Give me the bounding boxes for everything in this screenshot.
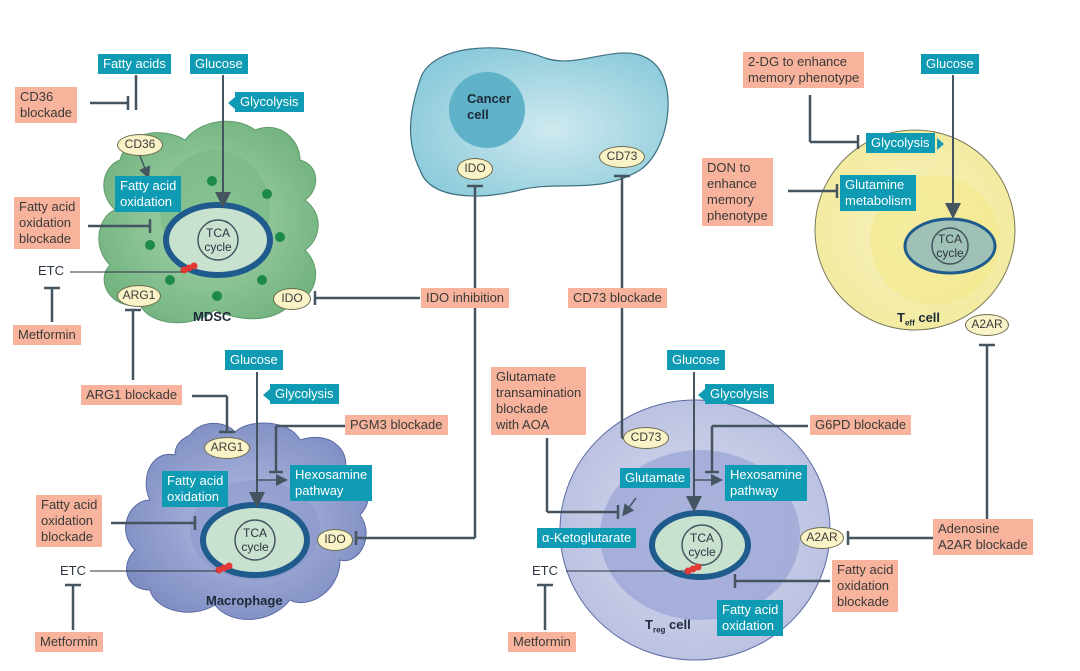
cancer-cd73-receptor: CD73 — [599, 146, 645, 168]
macrophage-hexosamine-pathway-label: Hexosamine pathway — [290, 465, 373, 501]
teff-glycolysis-label: Glycolysis — [866, 133, 935, 153]
macrophage-glucose-label: Glucose — [225, 350, 283, 370]
treg-fao-blockade-therapy: Fatty acid oxidation blockade — [832, 560, 899, 612]
macrophage-ido-receptor: IDO — [317, 529, 353, 551]
cancer-cell-body — [410, 47, 669, 197]
macrophage-fao-blockade-therapy: Fatty acid oxidation blockade — [36, 495, 103, 547]
treg-a2ar-receptor: A2AR — [800, 527, 844, 549]
cancer-ido-receptor: IDO — [457, 158, 493, 180]
mdsc-fao-blockade-therapy: Fatty acid oxidation blockade — [14, 197, 81, 249]
macrophage-etc-label: ETC — [60, 563, 86, 578]
g6pd-blockade-therapy: G6PD blockade — [810, 415, 912, 435]
treg-glutamate-label: Glutamate — [620, 468, 690, 488]
etc-lines — [70, 271, 686, 572]
mdsc-fatty-acids-label: Fatty acids — [98, 54, 171, 74]
mdsc-tca-cycle-label: TCA cycle — [204, 226, 232, 254]
teff-tca-cycle-ring — [931, 227, 969, 265]
macrophage-glycolysis-label: Glycolysis — [270, 384, 339, 404]
treg-metformin-therapy: Metformin — [508, 632, 576, 652]
ido-inhibition-therapy: IDO inhibition — [421, 288, 510, 308]
mdsc-glucose-label: Glucose — [190, 54, 248, 74]
treg-glycolysis-pointer-icon — [698, 389, 705, 401]
cancer-cell-name: Cancer cell — [467, 91, 512, 122]
arg1-blockade-therapy: ARG1 blockade — [81, 385, 183, 405]
treg-etc-label: ETC — [532, 563, 558, 578]
mdsc-glycolysis-pointer-icon — [228, 97, 235, 109]
cd36-to-fao-arrow — [139, 155, 151, 179]
pgm3-blockade-therapy: PGM3 blockade — [345, 415, 448, 435]
mdsc-etc-complex — [180, 262, 198, 274]
mdsc-cell-name: MDSC — [193, 309, 232, 324]
adenosine-a2ar-blockade-therapy: Adenosine A2AR blockade — [933, 519, 1033, 555]
mdsc-ido-receptor: IDO — [273, 288, 311, 310]
treg-glycolysis-label: Glycolysis — [705, 384, 774, 404]
treg-cell-name: Treg cell — [645, 617, 691, 635]
teff-cell-name: Teff cell — [897, 310, 941, 328]
cancer-cell-nucleus — [449, 72, 525, 148]
treg-etc-complex — [684, 563, 702, 575]
teff-glycolysis-pointer-icon — [937, 138, 944, 150]
macrophage-cell-name: Macrophage — [206, 593, 283, 608]
teff-mitochondrion — [903, 217, 997, 275]
mdsc-cd36-receptor: CD36 — [117, 134, 163, 156]
connectors — [44, 75, 995, 630]
cd73-blockade-therapy: CD73 blockade — [568, 288, 667, 308]
macrophage-etc-complex — [215, 562, 233, 574]
treg-cd73-receptor: CD73 — [623, 427, 669, 449]
treg-tca-cycle-label: TCA cycle — [688, 531, 716, 559]
macrophage-fatty-acid-oxidation-label: Fatty acid oxidation — [162, 471, 229, 507]
treg-alpha-ketoglutarate-label: α-Ketoglutarate — [537, 528, 637, 548]
teff-a2ar-receptor: A2AR — [965, 314, 1009, 336]
treg-tca-cycle-ring — [681, 524, 723, 566]
treg-glucose-label: Glucose — [667, 350, 725, 370]
aoa-therapy: Glutamate transamination blockade with A… — [491, 367, 587, 435]
mdsc-granules — [145, 176, 285, 301]
macrophage-glycolysis-pointer-icon — [263, 389, 270, 401]
treg-fatty-acid-oxidation-label: Fatty acid oxidation — [717, 600, 784, 636]
treg-mitochondrion — [649, 510, 751, 580]
don-therapy: DON to enhance memory phenotype — [702, 158, 773, 226]
cd36-blockade-therapy: CD36 blockade — [15, 87, 78, 123]
teff-glutamine-metabolism-label: Glutamine metabolism — [840, 175, 917, 211]
mdsc-arg1-receptor: ARG1 — [117, 285, 161, 307]
mdsc-etc-label: ETC — [38, 263, 64, 278]
teff-glucose-label: Glucose — [921, 54, 979, 74]
treg-hexosamine-pathway-label: Hexosamine pathway — [725, 465, 808, 501]
twodg-therapy: 2-DG to enhance memory phenotype — [743, 52, 865, 88]
mdsc-fatty-acid-oxidation-label: Fatty acid oxidation — [115, 176, 182, 212]
glutamate-to-akg-arrow — [622, 497, 637, 517]
macrophage-tca-cycle-label: TCA cycle — [241, 526, 269, 554]
mdsc-glycolysis-label: Glycolysis — [235, 92, 304, 112]
macrophage-tca-cycle-ring — [234, 519, 276, 561]
teff-tca-cycle-label: TCA cycle — [936, 232, 964, 260]
mdsc-tca-cycle-ring — [197, 219, 239, 261]
macrophage-metformin-therapy: Metformin — [35, 632, 103, 652]
macrophage-arg1-receptor: ARG1 — [204, 437, 250, 459]
mdsc-metformin-therapy: Metformin — [13, 325, 81, 345]
